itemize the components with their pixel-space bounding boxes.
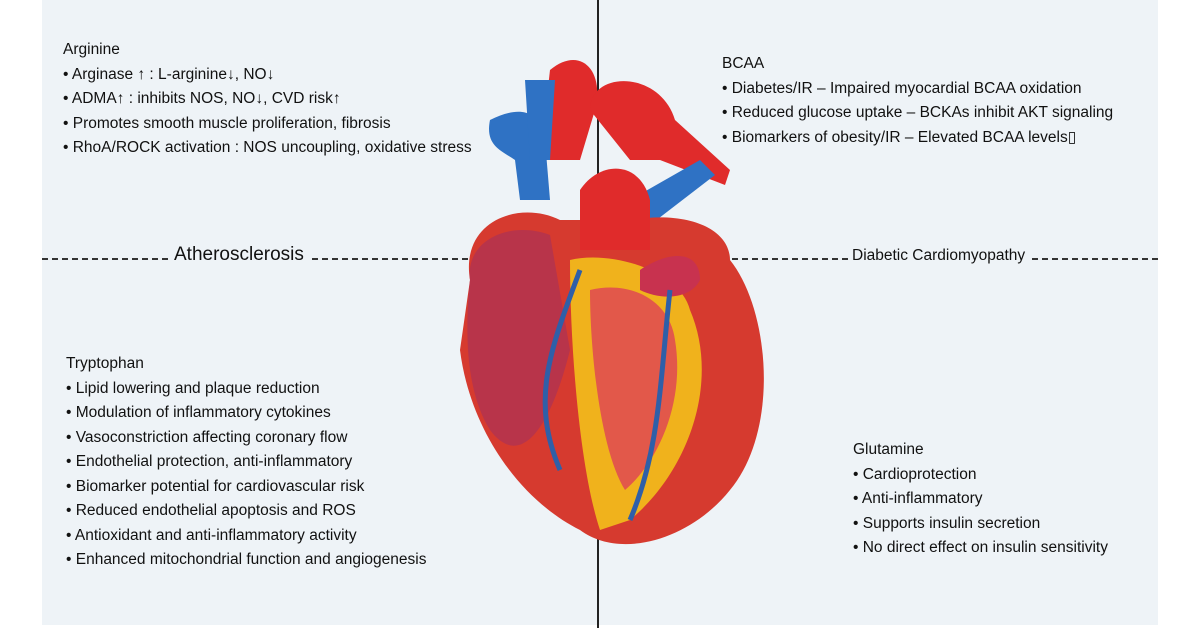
arginine-title: Arginine xyxy=(63,41,120,58)
glutamine-item: Anti-inflammatory xyxy=(853,487,1108,512)
glutamine-item: Cardioprotection xyxy=(853,463,1108,488)
tryptophan-item: Endothelial protection, anti-inflammator… xyxy=(66,450,426,475)
arginine-item: ADMA↑ : inhibits NOS, NO↓, CVD risk↑ xyxy=(63,87,472,112)
tryptophan-item: Biomarker potential for cardiovascular r… xyxy=(66,475,426,500)
bcaa-section: BCAA Diabetes/IR – Impaired myocardial B… xyxy=(722,52,1113,150)
bcaa-item: Diabetes/IR – Impaired myocardial BCAA o… xyxy=(722,77,1113,102)
tryptophan-item: Lipid lowering and plaque reduction xyxy=(66,377,426,402)
glutamine-section: Glutamine Cardioprotection Anti-inflamma… xyxy=(853,438,1108,561)
axis-label-atherosclerosis: Atherosclerosis xyxy=(170,244,308,266)
tryptophan-item: Vasoconstriction affecting coronary flow xyxy=(66,426,426,451)
heart-illustration xyxy=(460,59,764,545)
glutamine-item: Supports insulin secretion xyxy=(853,512,1108,537)
tryptophan-title: Tryptophan xyxy=(66,355,144,372)
tryptophan-item: Modulation of inflammatory cytokines xyxy=(66,401,426,426)
bcaa-item: Reduced glucose uptake – BCKAs inhibit A… xyxy=(722,101,1113,126)
tryptophan-item: Reduced endothelial apoptosis and ROS xyxy=(66,499,426,524)
glutamine-title: Glutamine xyxy=(853,441,924,458)
tryptophan-item: Enhanced mitochondrial function and angi… xyxy=(66,548,427,573)
bcaa-item: Biomarkers of obesity/IR – Elevated BCAA… xyxy=(722,126,1113,151)
glutamine-item: No direct effect on insulin sensitivity xyxy=(853,536,1108,561)
bcaa-title: BCAA xyxy=(722,55,765,72)
arginine-section: Arginine Arginase ↑ : L-arginine↓, NO↓ A… xyxy=(63,38,472,161)
tryptophan-section: Tryptophan Lipid lowering and plaque red… xyxy=(66,352,426,573)
axis-label-diabetic-cardiomyopathy: Diabetic Cardiomyopathy xyxy=(848,247,1030,265)
arginine-item: Arginase ↑ : L-arginine↓, NO↓ xyxy=(63,63,472,88)
arginine-item: Promotes smooth muscle proliferation, fi… xyxy=(63,112,472,137)
tryptophan-item: Antioxidant and anti-inflammatory activi… xyxy=(66,524,426,549)
arginine-item: RhoA/ROCK activation : NOS uncoupling, o… xyxy=(63,136,472,161)
